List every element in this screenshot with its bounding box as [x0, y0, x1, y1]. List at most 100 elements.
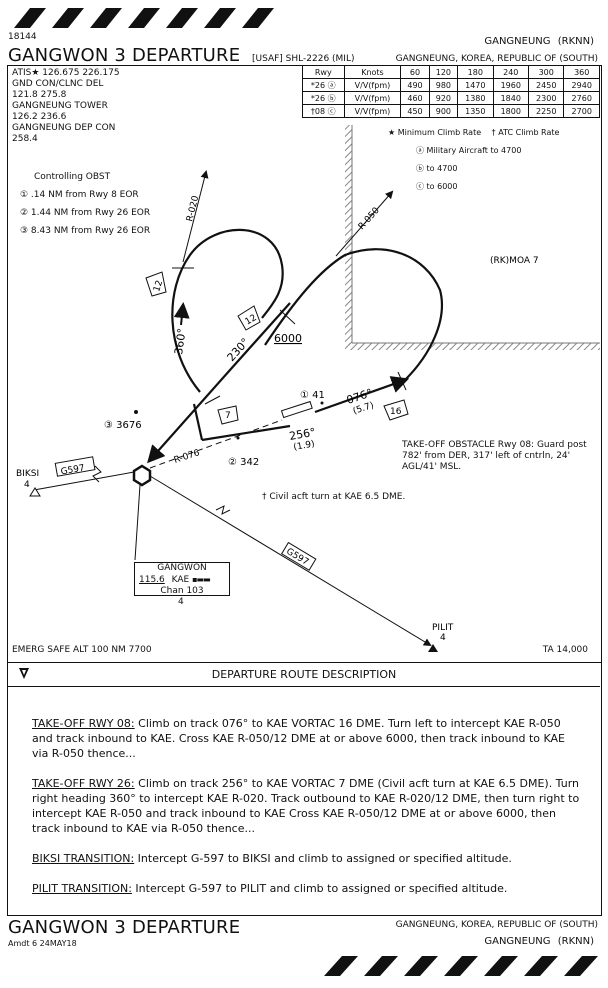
pilit-label: PILIT	[432, 623, 454, 633]
civil-turn-note: † Civil acft turn at KAE 6.5 DME.	[262, 492, 406, 502]
navaid-number: 4	[178, 597, 184, 607]
pilit-number: 4	[440, 633, 446, 643]
route-description-frame	[7, 661, 602, 916]
amendment-date: Amdt 6 24MAY18	[8, 939, 77, 948]
page-title: GANGWON 3 DEPARTURE	[8, 45, 241, 66]
legend-atc-climb: † ATC Climb Rate	[491, 128, 560, 137]
g597-pilit-airway	[149, 475, 432, 647]
comm-line: GND CON/CLNC DEL	[12, 79, 104, 89]
dme-tick	[397, 371, 407, 391]
dme-7-label: 7	[225, 411, 231, 421]
r050-label: R-050	[357, 206, 382, 232]
route-230-leg	[147, 302, 291, 464]
obst-item: ② 1.44 NM from Rwy 26 EOR	[20, 208, 151, 218]
comm-line: GANGNEUNG DEP CON	[12, 123, 116, 133]
route-arrow	[173, 302, 190, 326]
usaf-tag: [USAF] SHL-2226 (MIL)	[252, 54, 355, 64]
obstacle-dot	[320, 401, 324, 405]
bottom-stripe-band	[324, 956, 598, 976]
navaid-name: GANGWON	[157, 563, 207, 573]
departure-symbol-icon	[19, 668, 29, 679]
dme-box-12b	[237, 305, 261, 331]
route-item-label: BIKSI TRANSITION:	[32, 852, 135, 865]
obst3-label: ③ 3676	[104, 420, 142, 431]
table-cell: V/V(fpm)	[343, 104, 402, 118]
moa-boundary	[345, 125, 600, 350]
table-cell: 1800	[492, 104, 530, 118]
emergency-safe-altitude: EMERG SAFE ALT 100 NM 7700	[12, 645, 152, 655]
comms-box: ATIS★ 126.675 226.175 GND CON/CLNC DEL 1…	[12, 68, 302, 145]
vortac-symbol	[132, 464, 152, 487]
climb-rate-table: Rwy Knots 60 120 180 240 300 360 *26 ⓐ V…	[302, 65, 600, 118]
dme-box-16	[383, 399, 409, 421]
break-mark	[92, 465, 102, 483]
break-mark	[215, 505, 231, 515]
navaid-freq-row: 115.6 KAE ▪▬▬	[135, 574, 229, 586]
route-item-label: PILIT TRANSITION:	[32, 882, 132, 895]
dme-tick	[204, 395, 221, 405]
heading-360-label: 360°	[172, 327, 189, 355]
route-item-label: TAKE-OFF RWY 08:	[32, 717, 135, 730]
table-cell: 2250	[527, 104, 565, 118]
comm-line: 126.2 236.6	[12, 112, 67, 122]
r020-radial	[182, 170, 209, 263]
biksi-number: 4	[24, 480, 30, 490]
obst-item: ① .14 NM from Rwy 8 EOR	[20, 190, 139, 200]
route-item-label: TAKE-OFF RWY 26:	[32, 777, 135, 790]
biksi-waypoint	[29, 487, 41, 497]
route-item: TAKE-OFF RWY 26: Climb on track 256° to …	[32, 776, 584, 836]
dme-12a-label: 12	[152, 279, 165, 293]
route-item: TAKE-OFF RWY 08: Climb on track 076° to …	[32, 716, 584, 761]
plan-view-graphic: R-020 R-050 R-076 360° 230° 6000 076° (5…	[16, 125, 600, 652]
dme-tick	[279, 309, 296, 325]
morse-code-icon: ▪▬▬	[192, 575, 211, 584]
takeoff-obstacle-line: TAKE-OFF OBSTACLE Rwy 08: Guard post	[402, 440, 587, 450]
table-cell: 2700	[563, 104, 600, 118]
route-076-leg	[314, 376, 410, 414]
navaid-id: KAE	[171, 575, 190, 585]
header-icao: (RKNN)	[557, 36, 594, 47]
route-rwy08-loop	[264, 248, 443, 381]
takeoff-obstacle-line: 782' from DER, 317' left of cntrln, 24'	[402, 451, 571, 461]
route-description-heading: DEPARTURE ROUTE DESCRIPTION	[211, 668, 397, 681]
dme-box-12a	[145, 271, 167, 297]
route-turn-leg	[192, 403, 204, 441]
footer-location: GANGNEUNG (RKNN)	[484, 936, 594, 948]
navaid-chan: Chan 103	[160, 586, 204, 596]
obst1-label: ① 41	[300, 390, 325, 401]
biksi-label: BIKSI	[16, 469, 39, 479]
takeoff-obstacle-line: AGL/41' MSL.	[402, 462, 462, 472]
r020-label: R-020	[185, 195, 201, 223]
legend-c: ⓒ to 6000	[416, 182, 458, 191]
track-256-label: 256°	[288, 426, 316, 443]
header-location-short: GANGNEUNG	[484, 36, 551, 47]
header-location: GANGNEUNG (RKNN)	[484, 36, 594, 48]
chart-id: 18144	[8, 32, 37, 42]
comm-line: 121.8 275.8	[12, 90, 67, 100]
g597-biksi-airway	[33, 471, 135, 491]
runway-symbol	[280, 400, 313, 419]
obst-item: ③ 8.43 NM from Rwy 26 EOR	[20, 226, 151, 236]
dme-box-7	[217, 405, 239, 425]
route-item: PILIT TRANSITION: Intercept G-597 to PIL…	[32, 881, 584, 896]
navaid-leader	[134, 484, 141, 561]
route-item: BIKSI TRANSITION: Intercept G-597 to BIK…	[32, 851, 584, 866]
comm-line: 258.4	[12, 134, 38, 144]
dme-12b-label: 12	[244, 313, 259, 327]
table-row: †08 ⓒ V/V(fpm) 450 900 1350 1800 2250 27…	[302, 104, 600, 118]
r050-radial	[335, 190, 394, 257]
dme-16-label: 16	[390, 407, 402, 417]
obst2-label: ② 342	[228, 457, 259, 468]
footer-location-short: GANGNEUNG	[484, 936, 551, 947]
legend-a: ⓐ Military Aircraft to 4700	[416, 146, 522, 155]
navaid-freq: 115.6	[139, 575, 165, 585]
route-description-divider	[7, 686, 600, 687]
altitude-6000-label: 6000	[274, 332, 302, 345]
navaid-box: GANGWON 115.6 KAE ▪▬▬ Chan 103	[134, 562, 230, 596]
r076-label: R-076	[173, 448, 201, 466]
route-item-text: Climb on track 076° to KAE VORTAC 16 DME…	[32, 717, 566, 760]
obst-title: Controlling OBST	[34, 172, 111, 182]
legend-min-climb: ★ Minimum Climb Rate	[388, 128, 482, 137]
legend-b: ⓑ to 4700	[416, 164, 458, 173]
dist-256-label: (1.9)	[293, 439, 316, 453]
